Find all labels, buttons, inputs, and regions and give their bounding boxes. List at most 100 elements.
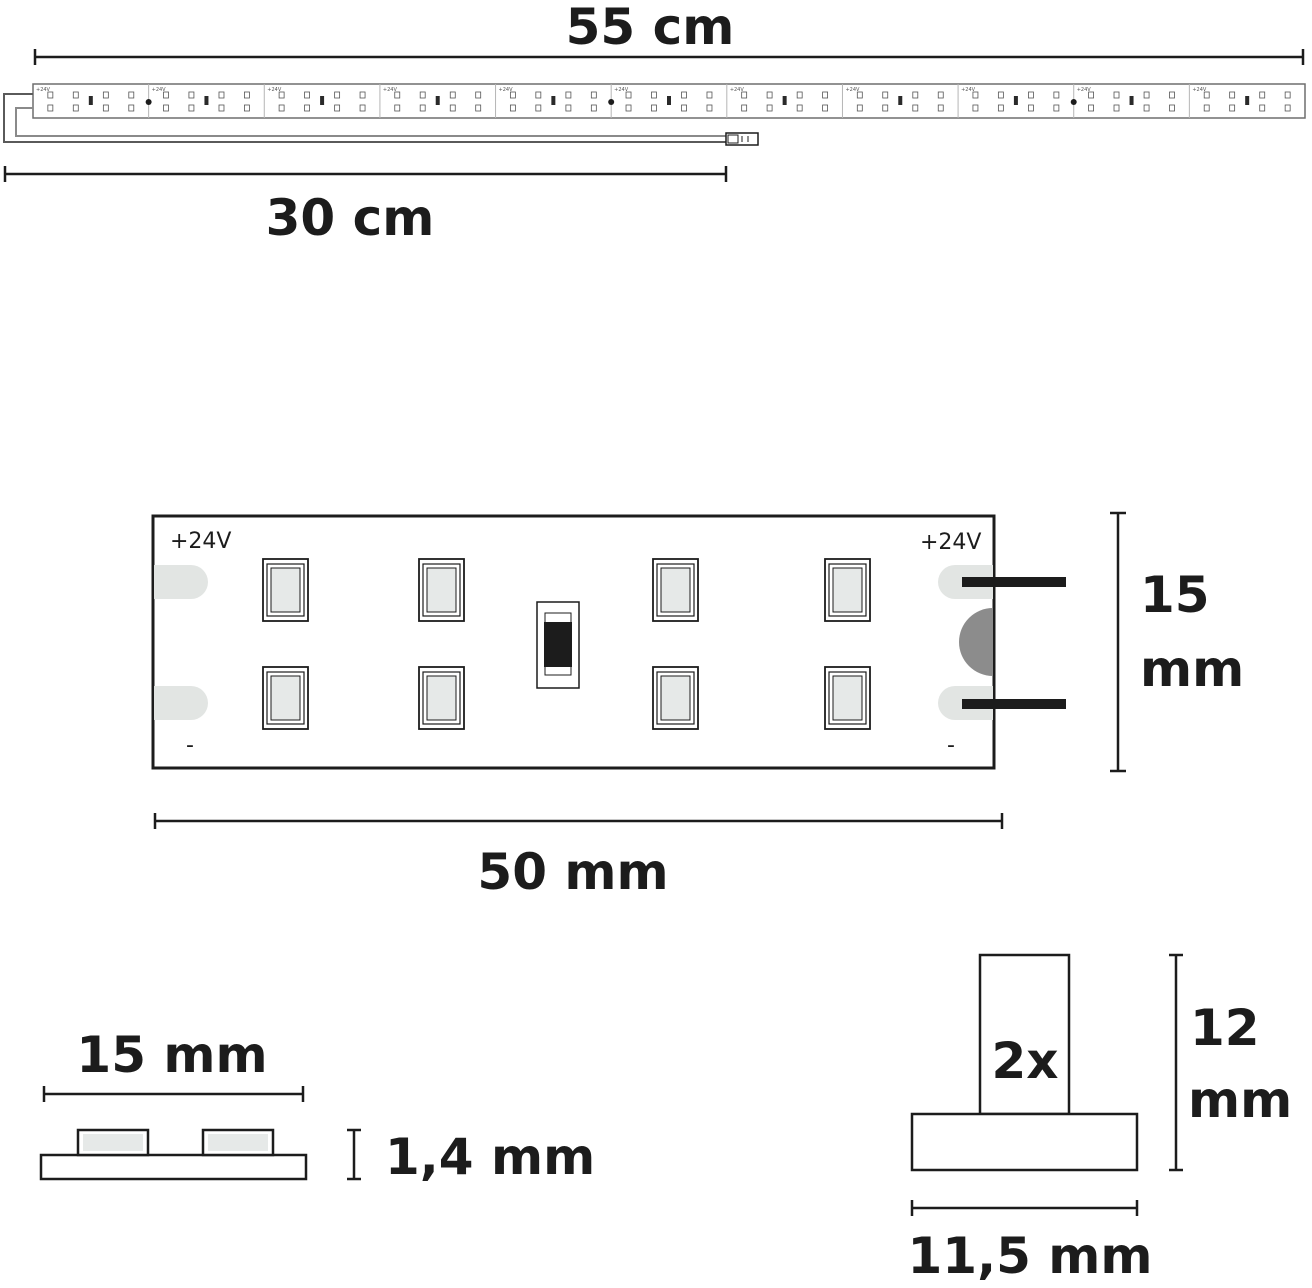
strip-led	[304, 91, 310, 99]
strip-led	[394, 91, 401, 99]
cross-section-board	[39, 1153, 308, 1181]
led-chip	[652, 666, 699, 730]
solder-pad-bottom-left	[154, 686, 208, 720]
strip-led	[244, 104, 250, 112]
strip-led	[102, 104, 109, 112]
length-dimension-line	[153, 813, 1004, 829]
strip-led	[856, 91, 863, 99]
strip-resistor	[88, 96, 93, 105]
strip-resistor	[898, 96, 903, 105]
solder-pad-top-left	[154, 565, 208, 599]
strip-joint-dot	[1070, 99, 1077, 105]
strip-led	[163, 91, 169, 99]
connector-pin-count-label: 2x	[991, 1032, 1058, 1090]
strip-led	[128, 104, 135, 112]
segment-voltage-marking: +24V	[36, 87, 51, 93]
strip-led	[972, 91, 979, 99]
strip-led	[937, 91, 944, 99]
strip-led	[47, 104, 54, 112]
strip-led	[509, 104, 516, 112]
strip-segment: +24V	[263, 84, 366, 118]
strip-segment: +24V	[957, 84, 1060, 118]
strip-led	[882, 104, 889, 112]
strip-led	[1028, 104, 1034, 112]
segment-voltage-marking: +24V	[383, 87, 398, 93]
cable-length-dimension-line	[3, 166, 728, 182]
led-chip	[824, 558, 871, 622]
segment-voltage-marking: +24V	[152, 87, 167, 93]
strip-resistor	[435, 96, 440, 105]
strip-led	[449, 104, 456, 112]
segment-voltage-marking: +24V	[845, 87, 860, 93]
strip-led	[1203, 104, 1210, 112]
strip-joint-dot	[145, 99, 152, 105]
strip-segment: +24V	[1073, 84, 1175, 118]
strip-led	[590, 104, 597, 112]
strip-led	[1203, 91, 1210, 99]
strip-segment: +24V	[379, 84, 482, 118]
cross-section-led-right	[201, 1128, 275, 1157]
strip-led	[359, 104, 366, 112]
strip-led	[741, 104, 748, 112]
strip-led	[1169, 104, 1175, 112]
cross-section-height-label: 1,4 mm	[385, 1128, 595, 1186]
strip-led	[218, 104, 225, 112]
led-chip	[824, 666, 871, 730]
segment-voltage-marking: +24V	[267, 87, 282, 93]
segment-voltage-marking: +24V	[1192, 87, 1207, 93]
strip-led	[1143, 91, 1150, 99]
strip-led	[188, 104, 195, 112]
strip-led	[1169, 91, 1175, 99]
strip-led	[651, 91, 657, 99]
strip-led	[565, 104, 572, 112]
strip-led	[796, 91, 803, 99]
strip-led	[822, 104, 829, 112]
voltage-label-right: +24V	[920, 530, 981, 555]
strip-led	[1259, 104, 1266, 112]
strip-led	[1229, 91, 1236, 99]
strip-led	[1284, 104, 1291, 112]
led-chips	[262, 558, 871, 730]
strip-led	[706, 91, 713, 99]
strip-led	[912, 91, 919, 99]
cable-connector-plug	[725, 132, 759, 146]
strip-led	[972, 104, 979, 112]
strip-resistor	[667, 96, 671, 105]
strip-led	[419, 91, 426, 99]
strip-led	[706, 104, 713, 112]
strip-led	[1113, 91, 1120, 99]
strip-segments: +24V+24V+24V+24V+24V+24V+24V+24V+24V+24V…	[36, 84, 1291, 118]
strip-led	[1259, 91, 1266, 99]
connection-cable	[3, 93, 728, 143]
strip-led	[128, 91, 135, 99]
strip-led	[72, 91, 79, 99]
total-length-label: 55 cm	[566, 0, 735, 56]
strip-led	[1053, 104, 1060, 112]
minus-label-right: -	[947, 733, 955, 758]
strip-led	[681, 104, 687, 112]
strip-led	[912, 104, 919, 112]
strip-led	[535, 104, 542, 112]
strip-led	[1028, 91, 1034, 99]
strip-segment: +24V	[841, 84, 944, 118]
strip-led	[334, 91, 341, 99]
strip-led	[651, 104, 657, 112]
resistor	[536, 601, 580, 689]
led-chip	[418, 558, 465, 622]
strip-led	[1143, 104, 1150, 112]
connector-width-label: 11,5 mm	[908, 1227, 1153, 1285]
connector-width-dimension-line	[910, 1200, 1139, 1216]
width-label-unit: mm	[1140, 640, 1244, 698]
segment-voltage-marking: +24V	[730, 87, 745, 93]
connector-base	[910, 1112, 1139, 1172]
voltage-label-left: +24V	[170, 529, 231, 554]
strip-led	[1284, 91, 1291, 99]
strip-led	[72, 104, 79, 112]
connector-height-label-unit: mm	[1188, 1071, 1292, 1129]
strip-led	[535, 91, 542, 99]
strip-led	[625, 91, 632, 99]
strip-resistor	[551, 96, 556, 105]
strip-led	[882, 91, 889, 99]
strip-led	[625, 104, 632, 112]
